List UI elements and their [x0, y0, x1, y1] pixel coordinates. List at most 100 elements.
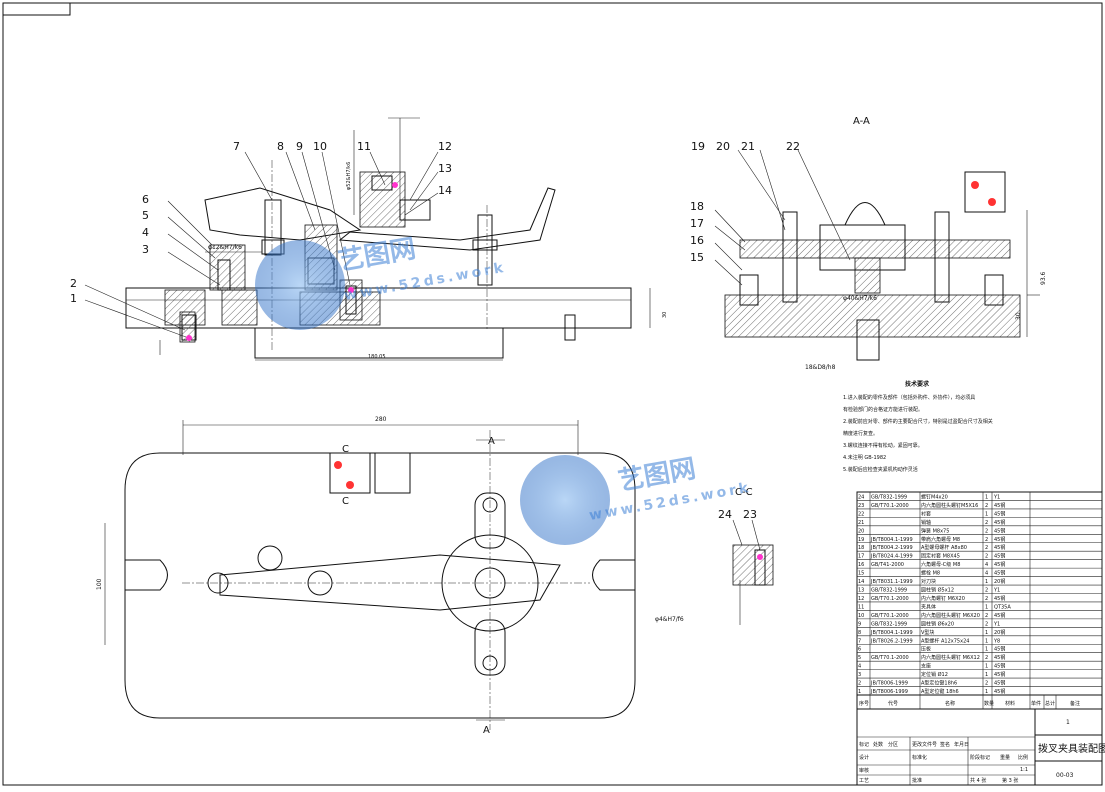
- balloon-20: 20: [716, 140, 730, 153]
- balloon-19: 19: [691, 140, 705, 153]
- bom-cell: 45钢: [994, 570, 1005, 577]
- bom-cell: 11: [858, 604, 864, 610]
- balloon-21: 21: [741, 140, 755, 153]
- bom-cell: 1: [985, 604, 988, 610]
- bom-cell: 19: [858, 537, 864, 543]
- tech-req-line: 1.进入装配的零件及部件（包括外购件、外协件），均必须具: [843, 394, 975, 401]
- balloon-18: 18: [690, 200, 704, 213]
- dim-bottom-fit: 18&D8/h8: [805, 364, 836, 371]
- bom-cell: 螺钉M4x20: [921, 493, 948, 500]
- tb-sheet-no: 第 3 张: [1002, 777, 1018, 784]
- balloon-24: 24: [718, 508, 732, 521]
- dim-280: 280: [375, 416, 387, 423]
- tech-req-line: 2.装配前应对零、部件的主要配合尺寸，特别是过盈配合尺寸及相关: [843, 418, 993, 425]
- section-mark-a-bottom: A: [483, 725, 490, 736]
- bom-cell: 2: [985, 537, 988, 543]
- bom-cell: JB/T8004.1-1999: [870, 630, 913, 636]
- bom-cell: Y1: [993, 588, 1000, 594]
- tb-label: 年月日: [954, 741, 969, 748]
- dim-100: 100: [96, 578, 103, 590]
- bom-cell: 2: [985, 681, 988, 687]
- section-mark-a-top: A: [488, 436, 495, 447]
- bom-cell: 45钢: [994, 654, 1005, 661]
- balloon-6: 6: [142, 193, 149, 206]
- bom-cell: 2: [985, 545, 988, 551]
- balloon-10: 10: [313, 140, 327, 153]
- bom-cell: GB/T41-2000: [871, 562, 904, 568]
- balloon-17: 17: [690, 217, 704, 230]
- balloon-8: 8: [277, 140, 284, 153]
- bom-cell: 20钢: [994, 629, 1005, 636]
- bom-cell: 45钢: [994, 612, 1005, 619]
- bom-cell: 16: [858, 562, 864, 568]
- tb-label: 标记: [859, 741, 869, 748]
- bom-cell: 10: [858, 613, 864, 619]
- bom-cell: V型块: [921, 629, 934, 636]
- bom-cell: 45钢: [994, 510, 1005, 517]
- bom-cell: 45钢: [994, 688, 1005, 695]
- tb-label: 分区: [888, 741, 898, 748]
- balloon-9: 9: [296, 140, 303, 153]
- bom-cell: 1: [985, 689, 988, 695]
- bom-cell: 45钢: [994, 553, 1005, 560]
- dim-side-fit: φ40&H7/k6: [843, 295, 877, 302]
- bom-cell: 6: [858, 647, 861, 653]
- bom-cell: 45钢: [994, 671, 1005, 678]
- bom-cell: A型螺母螺杆 A8x80: [921, 544, 967, 551]
- tech-req-line: 精度进行复查。: [843, 430, 878, 437]
- balloon-23: 23: [743, 508, 757, 521]
- balloon-7: 7: [233, 140, 240, 153]
- bom-cell: A型定位键 18h6: [921, 688, 959, 695]
- bom-header-cell: 材料: [1005, 700, 1015, 707]
- tb-stage: 重量: [1000, 754, 1010, 761]
- bom-header-cell: 数量: [984, 700, 994, 707]
- bom-cell: 1: [985, 494, 988, 500]
- dim-front-base: 180.05: [368, 354, 386, 360]
- tb-role: 工艺: [859, 778, 869, 784]
- bom-cell: 固定衬套 M8X45: [921, 553, 960, 560]
- balloon-14: 14: [438, 184, 452, 197]
- balloon-13: 13: [438, 162, 452, 175]
- watermark-1: 艺图网 www.52ds.work: [255, 234, 507, 330]
- bom-cell: 1: [985, 664, 988, 670]
- bom-cell: 45钢: [994, 544, 1005, 551]
- front-view-balloons: 7 8 9 10 11 12 13 14 6 5 4 3 2 1 φ52&H7/…: [70, 140, 668, 360]
- watermark-2: 艺图网 www.52ds.work: [520, 454, 752, 545]
- bom-cell: 内六角圆柱头螺钉M5X16: [921, 502, 978, 509]
- bom-header-cell: 代号: [888, 700, 898, 707]
- bom-cell: A型螺杆 A12x75x24: [921, 637, 969, 644]
- bom-cell: 1: [858, 689, 861, 695]
- balloon-12: 12: [438, 140, 452, 153]
- tech-req-line: 4.未注明 GB-1982: [843, 454, 886, 461]
- bom-cell: 45钢: [994, 663, 1005, 670]
- bom-cell: 定位销 Ø12: [921, 671, 948, 678]
- bom-cell: Y1: [993, 494, 1000, 500]
- bom-cell: 内六角圆柱头螺钉 M6X20: [921, 612, 980, 619]
- tech-req-line: 5.装配后应检查夹紧机构动作灵活: [843, 466, 918, 473]
- bom-cell: QT35A: [994, 604, 1011, 610]
- balloon-16: 16: [690, 234, 704, 247]
- section-aa-title: A-A: [853, 116, 870, 127]
- tech-req-title: 技术要求: [905, 380, 930, 388]
- bom-cell: 衬套: [921, 510, 931, 517]
- tb-scale: 1:1: [1020, 767, 1028, 773]
- bom-cell: 圆柱销 Ø6x20: [921, 620, 954, 627]
- bom-cell: Y8: [993, 638, 1000, 644]
- bom-header-cell: 总计: [1045, 700, 1055, 707]
- section-aa-balloons: 19 20 21 22 18 17 16 15 φ40&H7/k6 18&D8/…: [690, 140, 1047, 371]
- bom-cell: 18: [858, 545, 864, 551]
- tb-drawing-title: 拨叉夹具装配图: [1038, 742, 1105, 755]
- bom-cell: 内六角圆柱头螺钉 M6X12: [921, 654, 980, 661]
- bom-cell: 22: [858, 511, 864, 517]
- bom-cell: JB/T8024.4-1999: [870, 554, 913, 560]
- balloon-5: 5: [142, 209, 149, 222]
- tb-role: 设计: [859, 754, 869, 761]
- dim-30: 30: [1015, 312, 1022, 320]
- bom-cell: 20: [858, 528, 864, 534]
- bom-header-cell: 备注: [1070, 700, 1080, 707]
- bom-cell: JB/T8031.1-1999: [870, 579, 913, 585]
- dim-top-fit: φ52&H7/k6: [346, 162, 352, 190]
- bom-cell: GB/T832-1999: [871, 494, 907, 500]
